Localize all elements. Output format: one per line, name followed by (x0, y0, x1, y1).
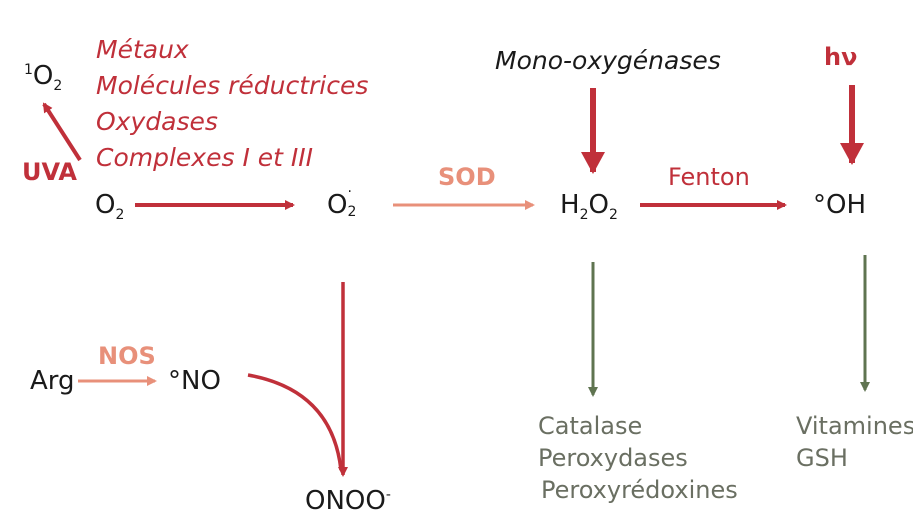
ros-sources-list: Métaux Molécules réductrices Oxydases Co… (96, 32, 368, 176)
source-item: Métaux (96, 35, 189, 64)
peroxynitrite-label: ONOO- (305, 486, 391, 516)
defense-item: Vitamines (796, 412, 913, 440)
source-item: Oxydases (96, 107, 218, 136)
arginine-label: Arg (30, 366, 75, 396)
nos-label: NOS (98, 342, 156, 370)
h2o2-defenses-list: Catalase Peroxydases Peroxyrédoxines (538, 410, 738, 506)
monooxygenases-label: Mono-oxygénases (495, 46, 721, 75)
superoxide-label: O·2 (327, 184, 357, 220)
fenton-label: Fenton (668, 163, 750, 191)
defense-item: GSH (796, 444, 848, 472)
hydroxyl-defenses-list: Vitamines GSH (796, 410, 913, 474)
nitric-oxide-label: °NO (168, 366, 221, 396)
defense-item: Peroxyrédoxines (541, 476, 738, 504)
uva-arrow (42, 102, 82, 162)
defense-item: Catalase (538, 412, 643, 440)
singlet-oxygen-label: 1O2 (24, 61, 63, 94)
source-item: Complexes I et III (96, 143, 314, 172)
source-item: Molécules réductrices (96, 71, 369, 100)
uva-label: UVA (22, 158, 78, 186)
oxygen-label: O2 (95, 190, 125, 223)
hydroxyl-radical-label: °OH (813, 190, 867, 220)
no-to-peroxynitrite-curve (247, 373, 343, 471)
defense-item: Peroxydases (538, 444, 688, 472)
sod-label: SOD (438, 163, 496, 191)
hydrogen-peroxide-label: H2O2 (560, 190, 618, 223)
hv-label: hν (824, 43, 858, 71)
